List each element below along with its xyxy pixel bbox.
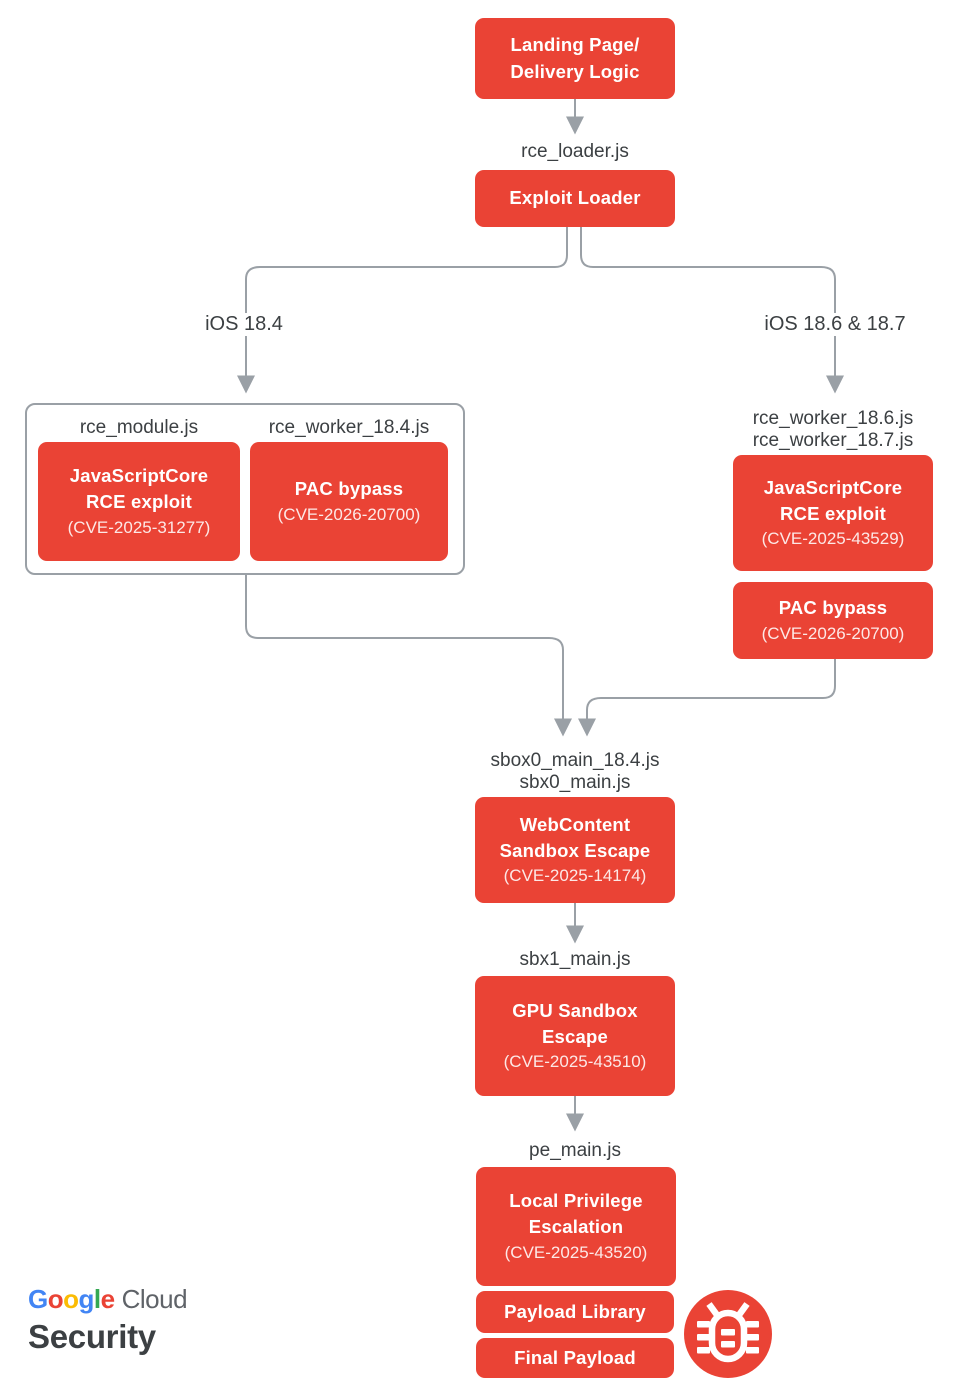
node-title: Escalation — [528, 1216, 624, 1238]
file-label-pe-main: pe_main.js — [529, 1140, 621, 1161]
node-title: PAC bypass — [294, 478, 404, 500]
branch-label-ios-18-6-18-7: iOS 18.6 & 18.7 — [758, 313, 912, 336]
node-title: JavaScriptCore — [763, 476, 903, 498]
node-gpu-sandbox-escape: GPU Sandbox Escape (CVE-2025-43510) — [475, 976, 675, 1096]
node-pac-bypass-18-6: PAC bypass (CVE-2026-20700) — [733, 582, 933, 659]
node-title: Sandbox Escape — [499, 839, 651, 861]
logo-letter: o — [47, 1284, 64, 1314]
cve-label: (CVE-2025-14174) — [503, 866, 647, 886]
file-label-sbx1-main: sbx1_main.js — [519, 949, 631, 970]
node-title: GPU Sandbox — [512, 999, 638, 1021]
logo-letter: G — [28, 1284, 48, 1314]
node-webcontent-sandbox-escape: WebContent Sandbox Escape (CVE-2025-1417… — [475, 797, 675, 903]
security-wordmark: Security — [28, 1318, 156, 1355]
node-title: JavaScriptCore — [69, 465, 209, 487]
logo-letter: g — [78, 1284, 95, 1314]
node-jsc-rce-exploit-18-4: JavaScriptCore RCE exploit (CVE-2025-312… — [38, 442, 240, 561]
file-label-sbox0-main-18-4: sbox0_main_18.4.js — [490, 750, 660, 771]
branch-label-ios-18-4: iOS 18.4 — [199, 313, 289, 336]
node-title: Delivery Logic — [510, 60, 640, 82]
file-label-rce-worker-18-6: rce_worker_18.6.js — [752, 408, 914, 429]
cve-label: (CVE-2026-20700) — [761, 623, 905, 643]
cve-label: (CVE-2026-20700) — [277, 504, 421, 524]
logo-letter: e — [100, 1284, 115, 1314]
node-title: Local Privilege — [509, 1190, 643, 1212]
file-label-rce-worker-18-7: rce_worker_18.7.js — [752, 430, 914, 452]
node-title: Final Payload — [514, 1346, 636, 1368]
node-landing-page: Landing Page/ Delivery Logic — [475, 18, 675, 99]
cve-label: (CVE-2025-43529) — [761, 529, 905, 549]
node-title: PAC bypass — [778, 597, 888, 619]
cloud-wordmark: Cloud — [121, 1284, 188, 1314]
node-title: Payload Library — [504, 1300, 646, 1322]
node-title: Exploit Loader — [509, 187, 641, 209]
node-payload-library: Payload Library — [476, 1291, 674, 1333]
logo-letter: o — [63, 1284, 79, 1314]
node-final-payload: Final Payload — [476, 1338, 674, 1378]
file-label-rce-worker-18-4: rce_worker_18.4.js — [268, 417, 430, 438]
cve-label: (CVE-2025-31277) — [67, 517, 211, 537]
file-label-rce-worker-18-6-18-7: rce_worker_18.6.js rce_worker_18.7.js — [753, 408, 914, 453]
node-title: Landing Page/ — [510, 34, 640, 56]
node-jsc-rce-exploit-18-6: JavaScriptCore RCE exploit (CVE-2025-435… — [733, 455, 933, 571]
node-pac-bypass-18-4: PAC bypass (CVE-2026-20700) — [250, 442, 448, 561]
file-label-sbox0: sbox0_main_18.4.js sbx0_main.js — [491, 750, 660, 795]
cve-label: (CVE-2025-43520) — [504, 1242, 648, 1262]
bug-icon — [684, 1290, 772, 1378]
node-exploit-loader: Exploit Loader — [475, 170, 675, 227]
file-label-rce-loader: rce_loader.js — [521, 141, 629, 162]
node-local-privilege-escalation: Local Privilege Escalation (CVE-2025-435… — [476, 1167, 676, 1286]
cve-label: (CVE-2025-43510) — [503, 1052, 647, 1072]
file-label-rce-module: rce_module.js — [79, 417, 199, 438]
node-title: WebContent — [519, 813, 631, 835]
logo-letter: l — [93, 1284, 101, 1314]
file-label-sbx0-main: sbx0_main.js — [519, 772, 631, 794]
node-title: Escape — [542, 1025, 608, 1047]
node-title: RCE exploit — [779, 502, 887, 524]
node-title: RCE exploit — [85, 491, 193, 513]
